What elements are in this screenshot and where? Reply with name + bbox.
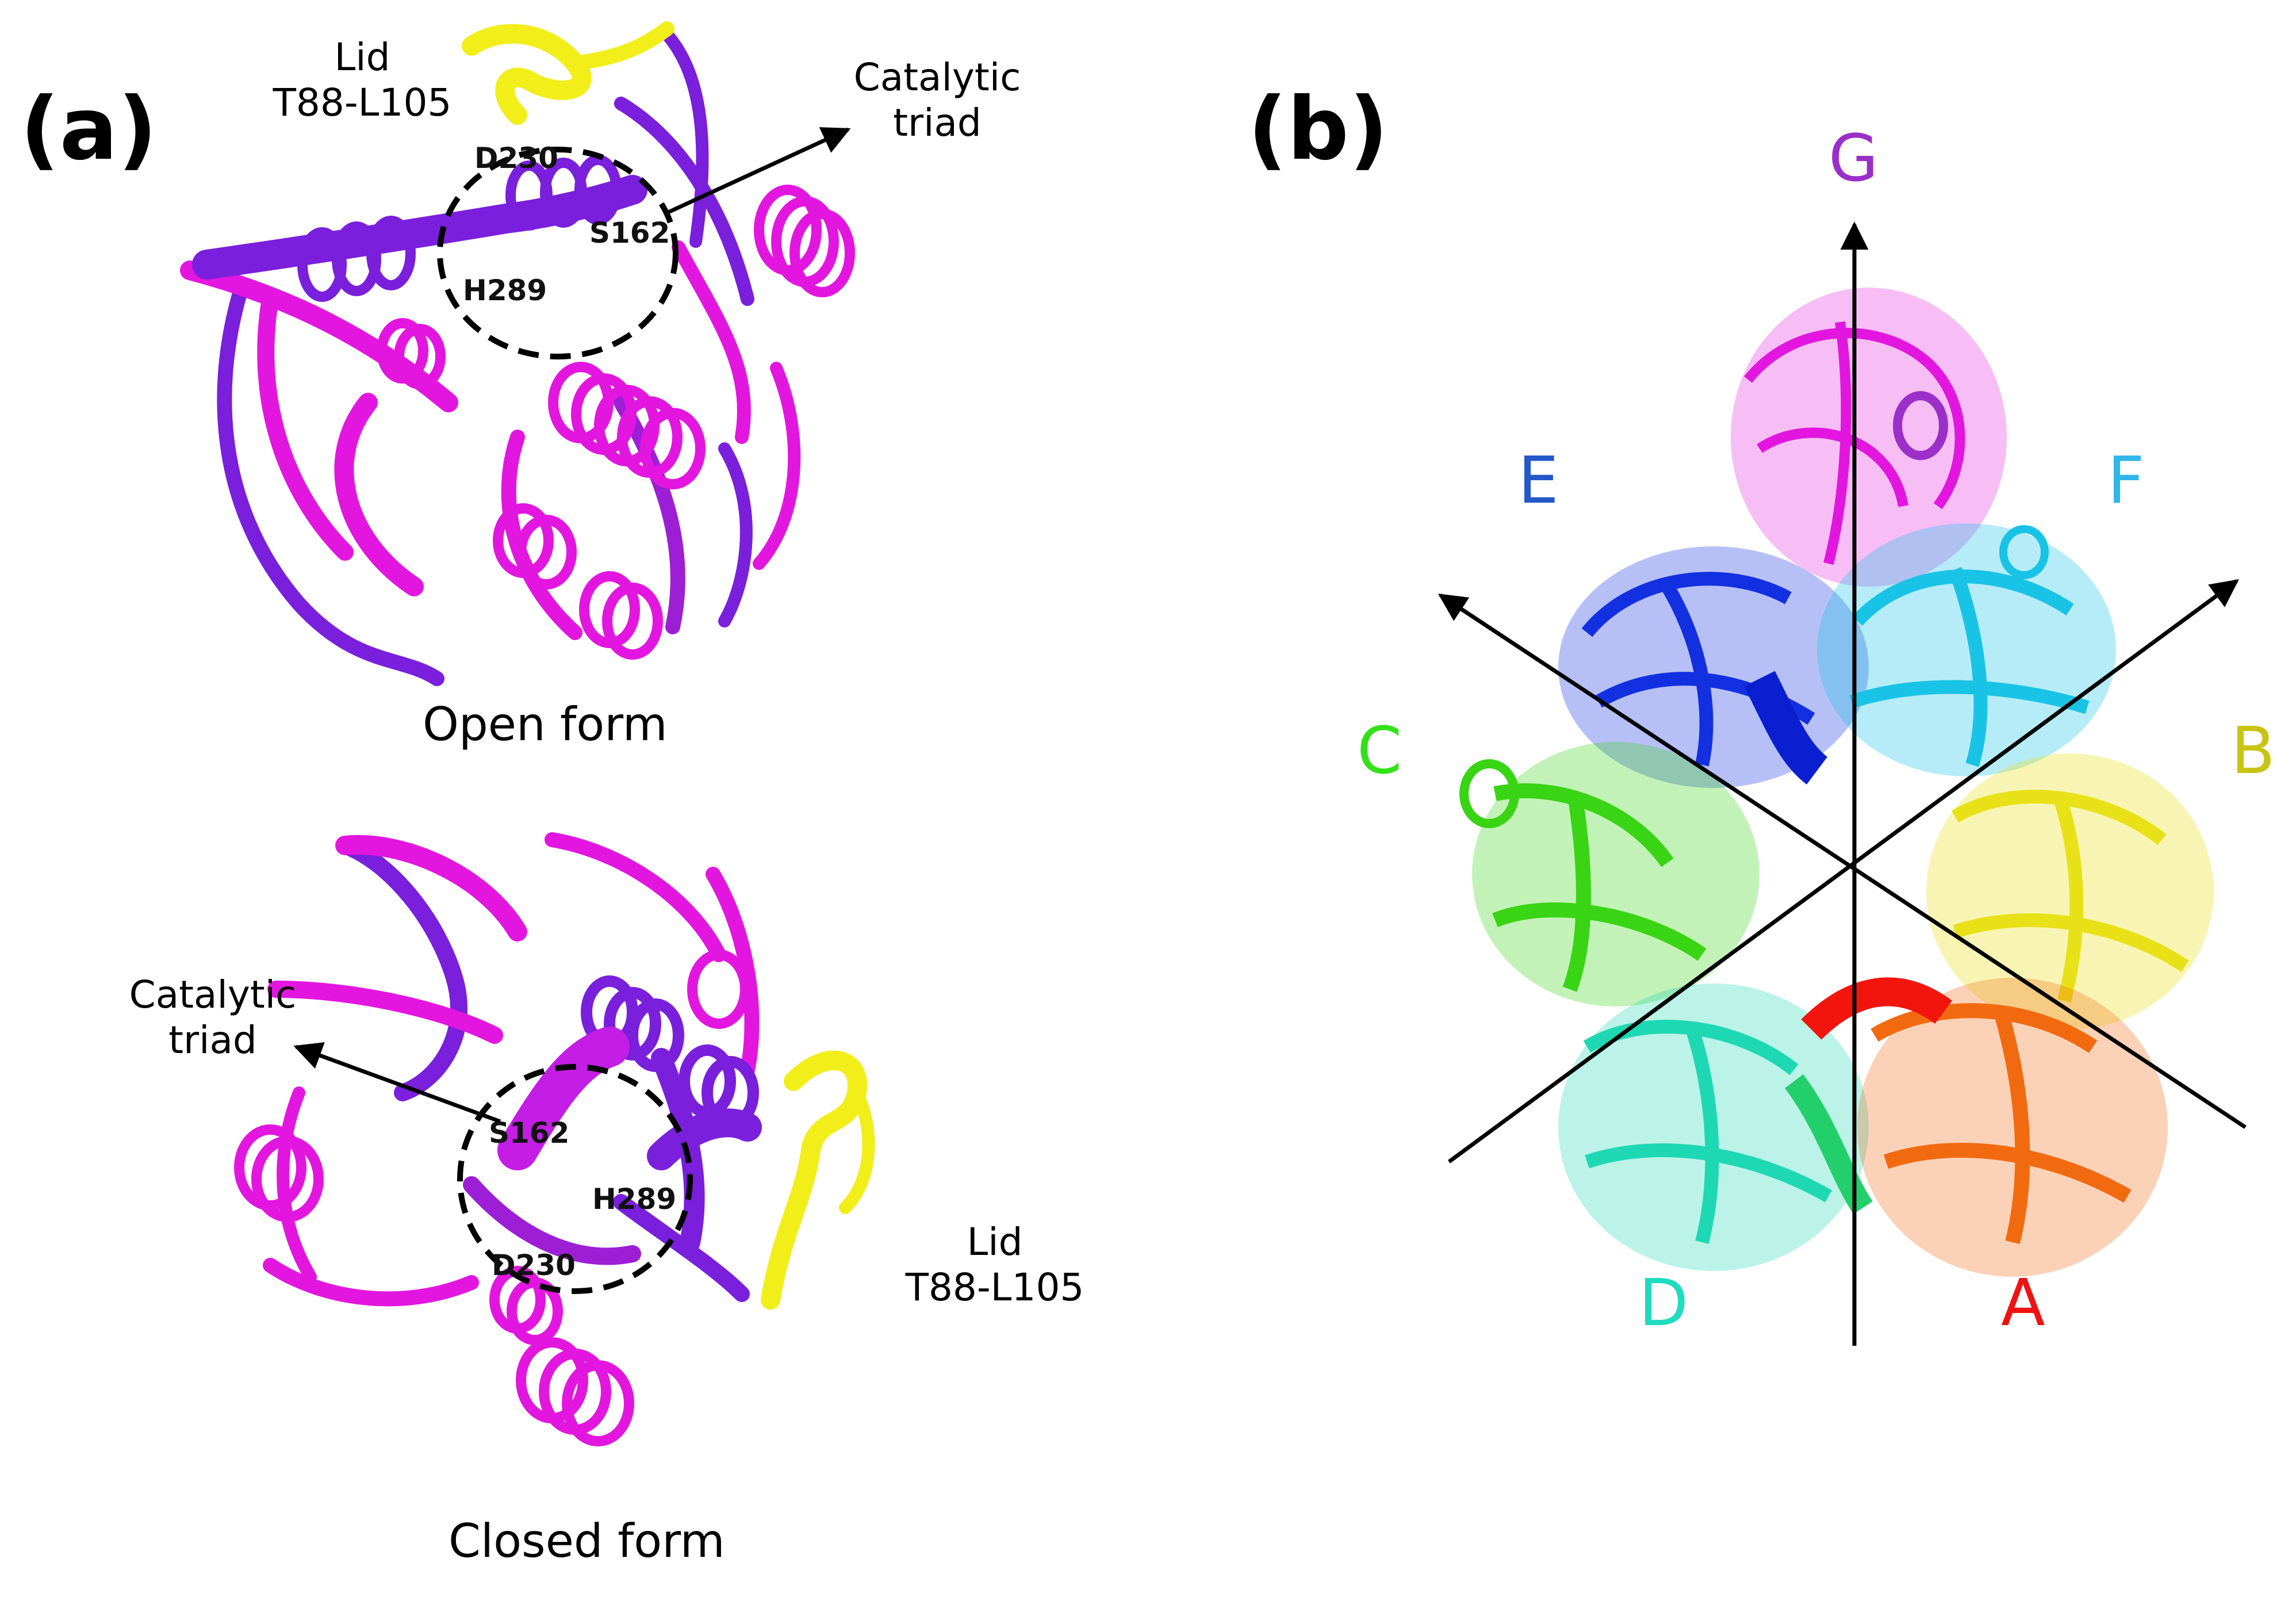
subunit-label-d: D [1639, 1266, 1689, 1341]
closed-residue-s162: S162 [489, 1116, 570, 1150]
closed-residue-h289: H289 [592, 1182, 677, 1216]
subunit-label-b: B [2231, 714, 2275, 788]
open-lid-label: Lid T88-L105 [270, 35, 454, 125]
subunit-b-blob [1926, 753, 2214, 1029]
closed-form-structure [234, 832, 875, 1446]
open-form-caption: Open form [423, 698, 668, 751]
subunit-a-blob [1801, 977, 2168, 1277]
subunit-label-a: A [2001, 1266, 2045, 1341]
open-form-structure [180, 21, 855, 686]
closed-triad-line1: Catalytic [129, 973, 297, 1017]
closed-residue-d230: D230 [492, 1249, 576, 1282]
open-lid-name: Lid [334, 35, 390, 79]
panel-a-label: (a) [20, 79, 158, 179]
open-residue-d230: D230 [474, 141, 558, 175]
closed-lid-name: Lid [967, 1220, 1023, 1264]
subunit-g-blob [1731, 288, 2007, 587]
closed-lid-label: Lid T88-L105 [897, 1219, 1093, 1310]
closed-form-caption: Closed form [449, 1514, 725, 1568]
open-triad-line1: Catalytic [853, 55, 1021, 99]
subunit-label-c: C [1357, 714, 1402, 788]
subunit-label-e: E [1518, 443, 1559, 518]
closed-lid-range: T88-L105 [905, 1265, 1084, 1310]
open-triad-label: Catalytic triad [828, 55, 1047, 146]
subunit-c-blob [1459, 742, 1760, 1006]
closed-triad-label: Catalytic triad [104, 972, 322, 1063]
subunit-label-g: G [1829, 121, 1879, 196]
open-residue-h289: H289 [463, 274, 547, 307]
subunit-label-f: F [2107, 443, 2145, 518]
heptamer-structure [1438, 221, 2247, 1346]
panel-b-label: (b) [1248, 79, 1389, 179]
closed-triad-line2: triad [168, 1018, 257, 1063]
open-residue-s162: S162 [589, 216, 670, 250]
open-triad-line2: triad [893, 101, 982, 146]
subunit-e-blob [1558, 546, 1869, 788]
open-lid-range: T88-L105 [273, 81, 452, 125]
subunit-f-blob [1817, 523, 2116, 776]
